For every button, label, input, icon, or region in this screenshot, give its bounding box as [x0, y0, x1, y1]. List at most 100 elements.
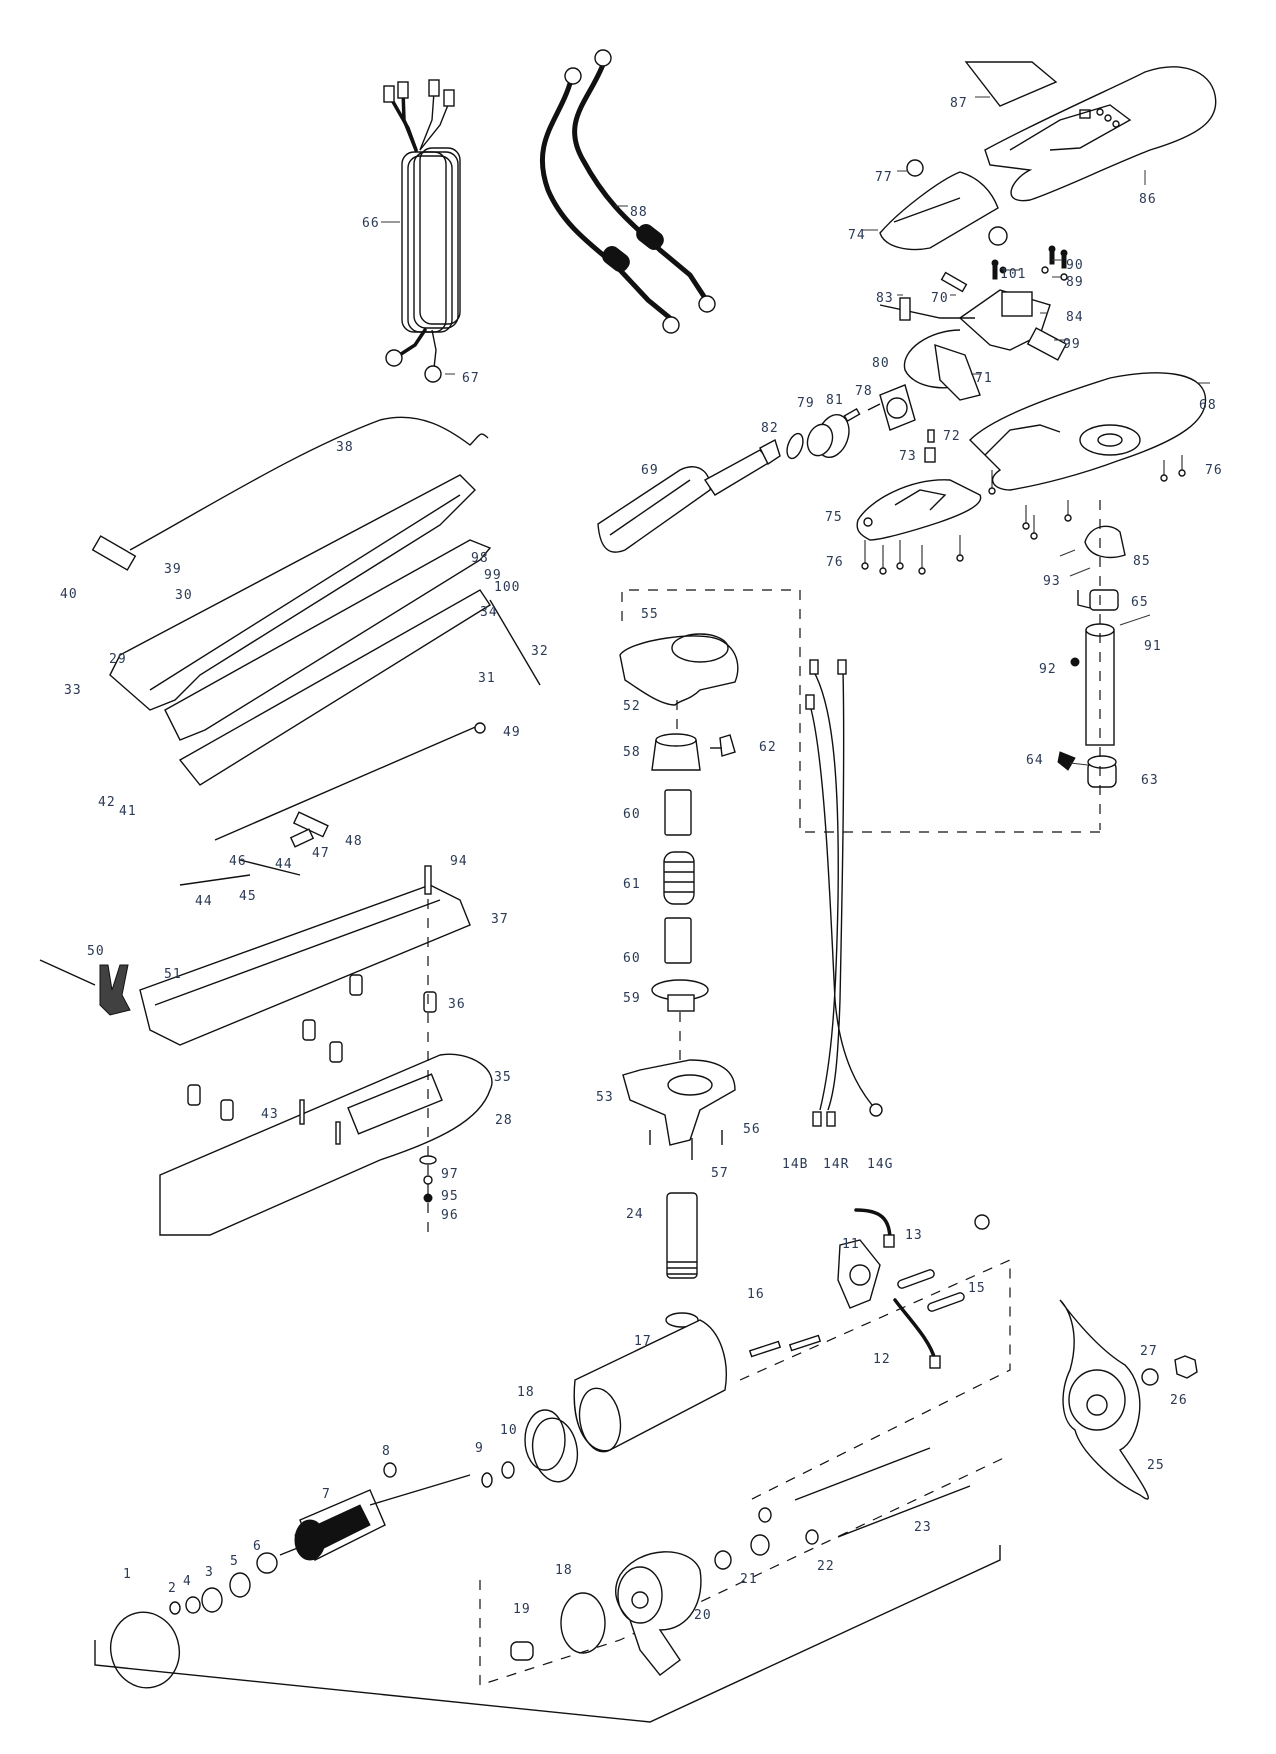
part-screws: [861, 455, 1186, 575]
callout-71: 71: [975, 371, 993, 386]
callout-27: 27: [1140, 1344, 1158, 1359]
callout-11: 11: [842, 1237, 860, 1252]
callout-2: 2: [168, 1581, 177, 1596]
part-motor-housing: [856, 372, 1207, 541]
callout-76: 76: [1205, 463, 1223, 478]
callout-92: 92: [1039, 662, 1057, 677]
callout-33: 33: [64, 683, 82, 698]
callout-39: 39: [164, 562, 182, 577]
callout-53: 53: [596, 1090, 614, 1105]
callout-56: 56: [743, 1122, 761, 1137]
callout-68: 68: [1199, 398, 1217, 413]
callout-14b: 14B: [782, 1157, 809, 1172]
callout-88: 88: [630, 205, 648, 220]
callout-83: 83: [876, 291, 894, 306]
callout-44: 44: [195, 894, 213, 909]
callout-14g: 14G: [867, 1157, 894, 1172]
part-steering-column: [621, 500, 1151, 833]
part-coil-cable: [383, 79, 461, 383]
callout-1: 1: [123, 1567, 132, 1582]
callout-5: 5: [230, 1554, 239, 1569]
callout-17: 17: [634, 1334, 652, 1349]
callout-63: 63: [1141, 773, 1159, 788]
callout-67: 67: [462, 371, 480, 386]
callout-75: 75: [825, 510, 843, 525]
callout-72: 72: [943, 429, 961, 444]
callout-51: 51: [164, 967, 182, 982]
callout-8: 8: [382, 1444, 391, 1459]
callout-89: 89: [1066, 275, 1084, 290]
callout-26: 26: [1170, 1393, 1188, 1408]
callout-28: 28: [495, 1113, 513, 1128]
callout-35: 35: [494, 1070, 512, 1085]
callout-61: 61: [623, 877, 641, 892]
callout-37: 37: [491, 912, 509, 927]
callout-81: 81: [826, 393, 844, 408]
callout-98: 98: [471, 551, 489, 566]
callout-18: 18: [555, 1563, 573, 1578]
part-control-board: [879, 245, 1068, 389]
callout-9: 9: [475, 1441, 484, 1456]
callout-65: 65: [1131, 595, 1149, 610]
callout-24: 24: [626, 1207, 644, 1222]
callout-31: 31: [478, 671, 496, 686]
callout-52: 52: [623, 699, 641, 714]
callout-58: 58: [623, 745, 641, 760]
callout-32: 32: [531, 644, 549, 659]
callout-47: 47: [312, 846, 330, 861]
callout-91: 91: [1144, 639, 1162, 654]
part-tiller-handle: [597, 343, 981, 553]
callout-42: 42: [98, 795, 116, 810]
callout-77: 77: [875, 170, 893, 185]
callout-36: 36: [448, 997, 466, 1012]
callout-73: 73: [899, 449, 917, 464]
callout-45: 45: [239, 889, 257, 904]
callout-90: 90: [1066, 258, 1084, 273]
callout-40: 40: [60, 587, 78, 602]
part-battery-cables: [539, 49, 716, 334]
callout-93: 93: [1043, 574, 1061, 589]
callout-34: 34: [480, 605, 498, 620]
callout-85: 85: [1133, 554, 1151, 569]
part-base-plate: [39, 865, 493, 1240]
callout-10: 10: [500, 1423, 518, 1438]
callout-82: 82: [761, 421, 779, 436]
callout-76: 76: [826, 555, 844, 570]
callout-70: 70: [931, 291, 949, 306]
callout-94: 94: [450, 854, 468, 869]
callout-59: 59: [623, 991, 641, 1006]
part-lower-unit: [94, 1192, 1198, 1723]
callout-74: 74: [848, 228, 866, 243]
callout-84: 84: [1066, 310, 1084, 325]
callout-21: 21: [740, 1572, 758, 1587]
callout-18: 18: [517, 1385, 535, 1400]
callout-13: 13: [905, 1228, 923, 1243]
callout-99: 99: [484, 568, 502, 583]
callout-69: 69: [641, 463, 659, 478]
callout-64: 64: [1026, 753, 1044, 768]
callout-3: 3: [205, 1565, 214, 1580]
callout-100: 100: [494, 580, 521, 595]
callout-41: 41: [119, 804, 137, 819]
callout-96: 96: [441, 1208, 459, 1223]
callout-97: 97: [441, 1167, 459, 1182]
callout-48: 48: [345, 834, 363, 849]
callout-62: 62: [759, 740, 777, 755]
callout-49: 49: [503, 725, 521, 740]
callout-38: 38: [336, 440, 354, 455]
callout-15: 15: [968, 1281, 986, 1296]
callout-50: 50: [87, 944, 105, 959]
callout-6: 6: [253, 1539, 262, 1554]
callout-4: 4: [183, 1574, 192, 1589]
part-motor-leads: [805, 659, 883, 1127]
callout-44: 44: [275, 857, 293, 872]
callout-25: 25: [1147, 1458, 1165, 1473]
leader-lines: [381, 96, 1210, 384]
callout-19: 19: [513, 1602, 531, 1617]
callout-87: 87: [950, 96, 968, 111]
callout-7: 7: [322, 1487, 331, 1502]
callout-80: 80: [872, 356, 890, 371]
callout-101: 101: [1000, 267, 1027, 282]
callout-79: 79: [797, 396, 815, 411]
